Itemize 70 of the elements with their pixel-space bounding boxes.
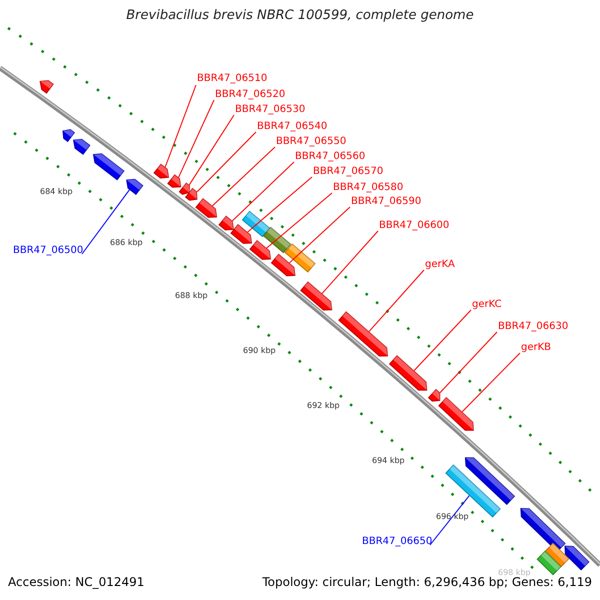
accession-text: Accession: NC_012491 bbox=[8, 576, 144, 588]
leader-line bbox=[212, 146, 276, 206]
gene-feature bbox=[184, 188, 198, 201]
gene-feature bbox=[300, 281, 332, 310]
gene-feature bbox=[536, 550, 562, 576]
leader-line bbox=[266, 192, 332, 249]
gene-label: gerKB bbox=[521, 342, 552, 354]
gene-label: gerKC bbox=[472, 299, 502, 311]
gene-feature bbox=[178, 182, 190, 195]
leader-line bbox=[288, 206, 350, 264]
gene-label: BBR47_06570 bbox=[313, 166, 384, 178]
leader-line bbox=[196, 132, 256, 192]
leader-line bbox=[188, 114, 234, 186]
gene-feature bbox=[428, 388, 440, 402]
leader-line bbox=[322, 230, 378, 294]
gene-label: BBR47_06520 bbox=[215, 89, 286, 101]
leader-line bbox=[368, 270, 424, 332]
gene-label: BBR47_06510 bbox=[197, 73, 268, 85]
gene-label: BBR47_06600 bbox=[379, 220, 450, 232]
gene-feature bbox=[270, 254, 296, 276]
gene-feature bbox=[167, 174, 182, 188]
scale-label: 694 kbp bbox=[372, 455, 405, 467]
gene-feature bbox=[242, 210, 270, 238]
leader-line bbox=[462, 352, 520, 412]
scale-label: 690 kbp bbox=[243, 345, 276, 357]
gene-feature bbox=[284, 243, 316, 273]
gene-feature bbox=[73, 138, 90, 155]
gene-label: BBR47_06630 bbox=[498, 321, 568, 333]
gene-label: BBR47_06530 bbox=[235, 104, 306, 116]
scale-label: 692 kbp bbox=[307, 400, 340, 412]
leader-line bbox=[178, 100, 214, 178]
leader-line bbox=[430, 495, 470, 546]
gene-feature bbox=[195, 198, 218, 218]
gene-feature bbox=[218, 216, 234, 230]
leader-line bbox=[164, 84, 196, 168]
gene-feature bbox=[126, 178, 144, 195]
gene-feature bbox=[40, 80, 54, 94]
scale-label: 688 kbp bbox=[175, 290, 208, 302]
gene-feature bbox=[153, 164, 170, 178]
scale-label: 696 kbp bbox=[436, 511, 469, 523]
gene-feature bbox=[544, 542, 570, 568]
scale-label: 698 kbp bbox=[498, 567, 531, 577]
leader-line bbox=[247, 176, 312, 233]
gene-feature bbox=[249, 240, 271, 260]
gene-label: BBR47_06560 bbox=[295, 151, 366, 163]
scale-label: 686 kbp bbox=[110, 237, 143, 249]
gene-feature bbox=[464, 457, 516, 505]
leader-line bbox=[82, 189, 130, 254]
gene-label: BBR47_06500 bbox=[13, 245, 84, 257]
gene-label: gerKA bbox=[425, 259, 455, 271]
gene-feature bbox=[262, 226, 292, 254]
genome-info-text: Topology: circular; Length: 6,296,436 bp; Genes: 6,119 bbox=[262, 576, 592, 588]
gene-label: BBR47_06550 bbox=[276, 136, 346, 148]
title: Brevibacillus brevis NBRC 100599, complete genome bbox=[125, 10, 475, 22]
gene-label: BBR47_06590 bbox=[351, 196, 422, 208]
gene-feature bbox=[230, 224, 252, 244]
gene-feature bbox=[92, 153, 125, 180]
gene-feature bbox=[564, 546, 590, 570]
gene-feature bbox=[338, 311, 388, 357]
gene-label: BBR47_06540 bbox=[257, 121, 328, 133]
gene-label: BBR47_06650 bbox=[362, 536, 432, 548]
gene-feature bbox=[438, 396, 474, 431]
leader-line bbox=[440, 332, 498, 394]
gene-feature bbox=[388, 355, 428, 391]
gene-feature bbox=[62, 129, 75, 142]
scale-label: 684 kbp bbox=[40, 186, 73, 198]
gene-feature bbox=[520, 508, 566, 552]
leader-line bbox=[232, 162, 294, 222]
gene-label: BBR47_06580 bbox=[333, 182, 404, 194]
leader-line bbox=[414, 310, 472, 372]
